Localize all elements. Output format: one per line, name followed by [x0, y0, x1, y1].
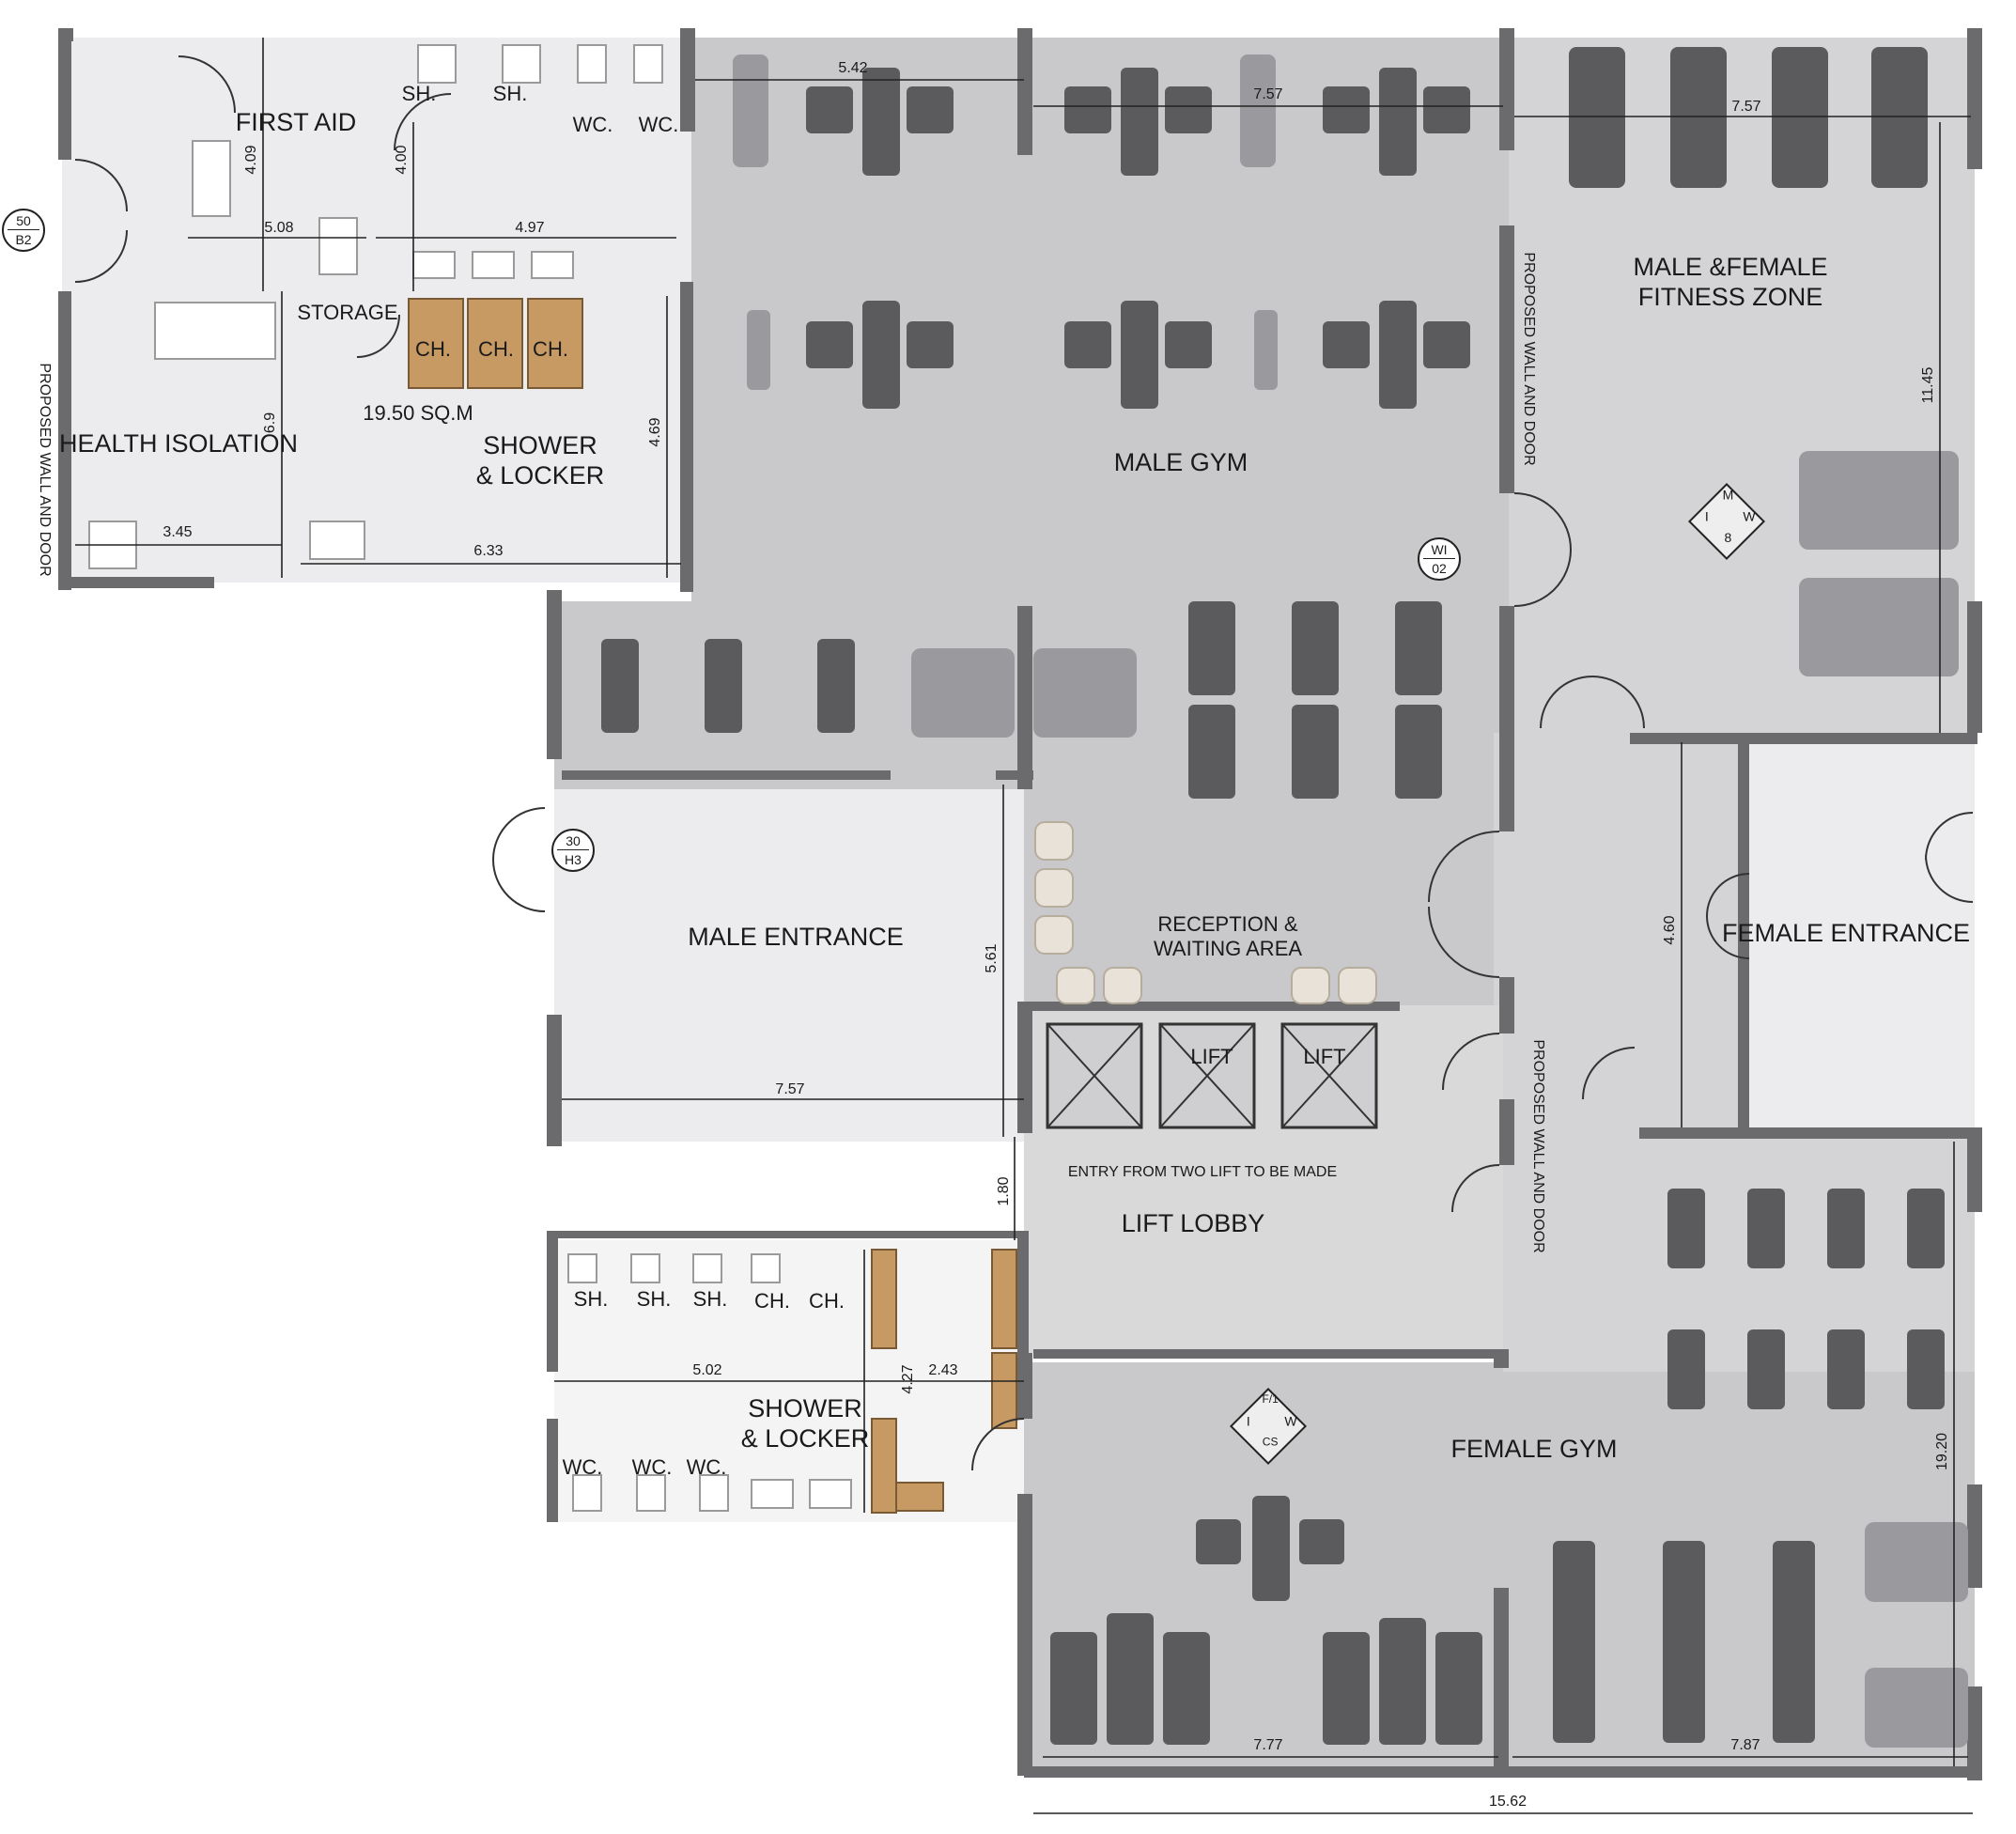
section-marker-top: WI	[1431, 542, 1448, 557]
reception-line2: WAITING AREA	[1153, 937, 1303, 960]
shower-label: SH.	[401, 82, 437, 105]
room-label-male-entrance: MALE ENTRANCE	[688, 923, 904, 951]
bath-fixtures	[88, 44, 852, 1512]
dimension-label: 4.60	[1662, 915, 1678, 945]
section-marker: WI 02	[1418, 537, 1461, 581]
changing-label: CH.	[533, 337, 568, 361]
reception-chairs	[1034, 821, 1377, 1004]
lift-label-1: LIFT	[1190, 1045, 1233, 1068]
compass-s: 8	[1724, 529, 1732, 545]
gym-equipment	[601, 47, 1968, 1748]
dimension-label: 3.45	[163, 524, 193, 540]
section-marker-bottom: B2	[15, 232, 32, 247]
dimension-label: 7.57	[775, 1081, 805, 1097]
shower-locker-top-line2: & LOCKER	[475, 461, 605, 490]
shower-label: SH.	[692, 1287, 728, 1311]
dimension-label: 1.80	[996, 1176, 1012, 1206]
dimension-label: 6.9	[262, 412, 278, 434]
dimension-label: 15.62	[1488, 1794, 1528, 1810]
shower-label: SH.	[573, 1287, 609, 1311]
reception-line1: RECEPTION &	[1157, 912, 1298, 936]
shower-locker-bottom-line2: & LOCKER	[740, 1424, 870, 1453]
dimension-label: 11.45	[1920, 366, 1936, 404]
compass-w: I	[1704, 508, 1709, 524]
dimension-label: 4.97	[515, 220, 545, 236]
dimension-label: 5.02	[692, 1362, 722, 1378]
section-marker-bottom: 02	[1432, 561, 1447, 576]
room-label-fitness-zone: MALE &FEMALE FITNESS ZONE	[1633, 252, 1827, 312]
lift-entry-note: ENTRY FROM TWO LIFT TO BE MADE	[1067, 1164, 1338, 1180]
lockers	[408, 298, 1017, 1514]
room-label-shower-locker-top: SHOWER & LOCKER	[476, 430, 605, 490]
room-label-female-entrance: FEMALE ENTRANCE	[1721, 919, 1971, 947]
section-marker: 50 B2	[2, 209, 45, 252]
dimension-label: 4.00	[394, 145, 410, 175]
dimension-label: 5.61	[984, 943, 1000, 973]
dimension-label: 19.20	[1934, 1432, 1950, 1471]
room-label-shower-locker-bottom: SHOWER & LOCKER	[741, 1393, 870, 1453]
section-marker-bottom: H3	[565, 852, 582, 867]
wc-label: WC.	[631, 1455, 673, 1479]
changing-label: CH.	[754, 1289, 790, 1313]
compass-w: I	[1246, 1413, 1250, 1429]
lift-label-2: LIFT	[1303, 1045, 1346, 1068]
proposed-wall-note: PROPOSED WALL AND DOOR	[1530, 1039, 1546, 1253]
room-label-lift-lobby: LIFT LOBBY	[1121, 1209, 1265, 1237]
room-label-male-gym: MALE GYM	[1113, 448, 1248, 476]
dimension-label: 7.77	[1253, 1737, 1283, 1753]
area-label: 19.50 SQ.M	[363, 401, 473, 425]
section-marker-top: 50	[16, 213, 31, 228]
wc-label: WC.	[686, 1455, 727, 1479]
dimension-label: 6.33	[473, 543, 504, 559]
dimension-label: 2.43	[928, 1362, 958, 1378]
compass-n: M	[1722, 487, 1734, 503]
dimension-label: 4.09	[243, 145, 259, 175]
dimension-label: 4.69	[647, 417, 663, 447]
changing-label: CH.	[809, 1289, 845, 1313]
doors	[74, 55, 1974, 1471]
shower-locker-bottom-line1: SHOWER	[748, 1394, 862, 1422]
compass-e: W	[1743, 508, 1756, 524]
room-label-health-isolation: HEALTH ISOLATION	[58, 429, 299, 458]
compass-n: F/1	[1262, 1392, 1279, 1407]
room-label-reception: RECEPTION & WAITING AREA	[1154, 912, 1302, 961]
shower-locker-top-line1: SHOWER	[483, 431, 597, 459]
dimension-label: 5.42	[838, 60, 868, 76]
section-marker-top: 30	[566, 833, 581, 848]
dimension-label: 4.27	[900, 1364, 916, 1394]
dimension-label: 5.08	[264, 220, 294, 236]
room-label-storage: STORAGE	[297, 301, 398, 324]
shower-label: SH.	[636, 1287, 672, 1311]
proposed-wall-note: PROPOSED WALL AND DOOR	[1521, 252, 1537, 466]
room-label-female-gym: FEMALE GYM	[1450, 1435, 1618, 1463]
room-label-first-aid: FIRST AID	[235, 108, 357, 136]
changing-label: CH.	[478, 337, 514, 361]
dimension-label: 7.87	[1730, 1737, 1760, 1753]
fitness-line1: MALE &FEMALE	[1633, 253, 1828, 281]
dimension-label: 7.57	[1253, 86, 1283, 102]
dimension-lines	[75, 38, 1973, 1814]
dimension-label: 7.57	[1731, 99, 1761, 115]
walls	[58, 28, 1982, 1780]
compass-s: CS	[1262, 1435, 1279, 1449]
shower-label: SH.	[492, 82, 528, 105]
wc-label: WC.	[562, 1455, 603, 1479]
proposed-wall-note: PROPOSED WALL AND DOOR	[37, 363, 53, 577]
wc-label: WC.	[638, 113, 679, 136]
fitness-line2: FITNESS ZONE	[1637, 283, 1823, 311]
compass-e: W	[1284, 1413, 1297, 1429]
wc-label: WC.	[572, 113, 613, 136]
lift-shafts	[1046, 1022, 1378, 1129]
changing-label: CH.	[415, 337, 451, 361]
section-marker: 30 H3	[551, 829, 595, 872]
